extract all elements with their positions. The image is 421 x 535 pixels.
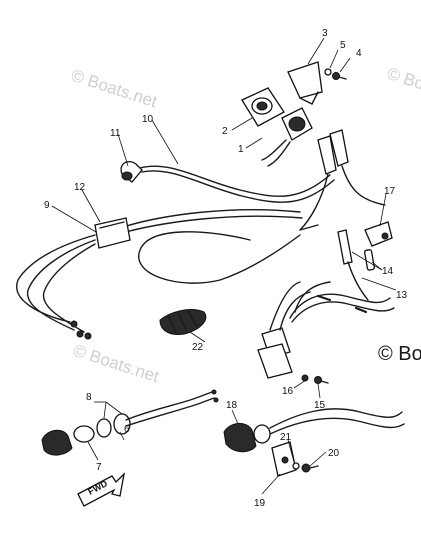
spark-plug-caps: [299, 129, 386, 231]
callout-21: 21: [280, 432, 292, 443]
callout-6: 6: [124, 424, 130, 435]
callout-15: 15: [314, 400, 326, 411]
switch-part-18: [223, 408, 405, 453]
callout-numbers: 1 2 3 4 5 6 7 8 9 10 11 12 13 14 15 16 1…: [44, 28, 408, 509]
callout-14: 14: [382, 266, 394, 277]
watermark-right: © Bo: [378, 343, 421, 365]
cable-loop: [138, 224, 319, 284]
callout-4: 4: [356, 48, 362, 59]
callout-1: 1: [238, 144, 244, 155]
cable-part-10: [139, 165, 335, 203]
lead-wires-part-13: [289, 281, 395, 323]
fuse-holder-part-14: [337, 229, 376, 301]
callout-9: 9: [44, 200, 50, 211]
fwd-arrow-badge: FWD: [77, 472, 126, 507]
terminal-part-11: [120, 160, 143, 183]
callout-5: 5: [340, 40, 346, 51]
clip-part-17: [364, 221, 393, 247]
screw-part-4: [332, 72, 347, 80]
leader-lines: [51, 37, 397, 495]
screw-part-16: [301, 374, 329, 384]
callout-7: 7: [96, 462, 102, 473]
watermark-middle: © Boats.net: [71, 341, 162, 387]
callout-16: 16: [282, 386, 294, 397]
callout-13: 13: [396, 290, 408, 301]
washer-part-21: [292, 462, 300, 470]
ignition-coil-part-2: [241, 87, 285, 127]
protector-tube-part-12: [94, 217, 131, 249]
callout-2: 2: [222, 126, 228, 137]
watermark-right-top: © Bo: [385, 64, 421, 94]
callout-22: 22: [192, 342, 204, 353]
washer-part-5: [324, 68, 332, 76]
screw-part-20: [301, 463, 319, 473]
watermark-top: © Boats.net: [69, 66, 160, 112]
callout-3: 3: [322, 28, 328, 39]
boot-part-22: [159, 309, 207, 335]
rectifier-assembly: [257, 281, 311, 379]
callout-17: 17: [384, 186, 396, 197]
callout-12: 12: [74, 182, 86, 193]
callout-11: 11: [110, 128, 121, 139]
coil-unit-part-1: [261, 107, 313, 167]
callout-18: 18: [226, 400, 238, 411]
callout-19: 19: [254, 498, 266, 509]
callout-20: 20: [328, 448, 340, 459]
bracket-part-3: [287, 61, 323, 105]
callout-10: 10: [142, 114, 154, 125]
harness-part-9: [16, 209, 303, 340]
switch-part-7: [41, 389, 219, 456]
bracket-part-19: [271, 441, 297, 477]
callout-8: 8: [86, 392, 92, 403]
